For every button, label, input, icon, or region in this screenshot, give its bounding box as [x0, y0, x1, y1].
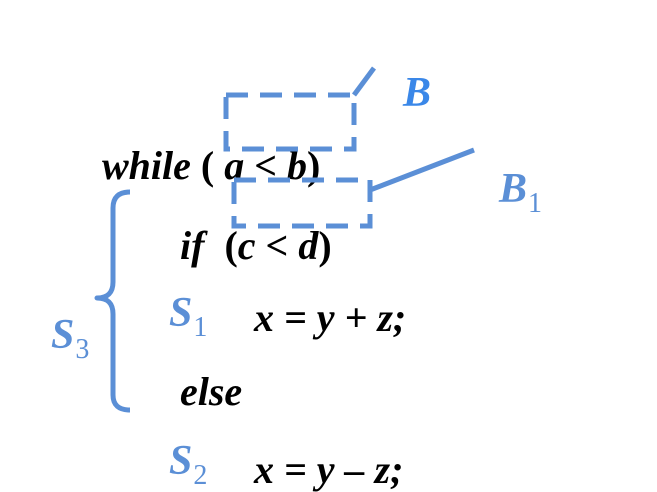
close-paren: ) [307, 143, 321, 188]
code-line-if: if (c < d) [160, 186, 332, 266]
code-line-else: else [160, 332, 242, 412]
statement-x-eq-y-plus-z: x = y + z; [254, 295, 407, 340]
label-S1: S1 [169, 290, 208, 343]
keyword-else: else [180, 369, 243, 414]
condition-a-lt-b: a < b [224, 143, 308, 188]
close-paren: ) [318, 223, 332, 268]
code-line-while: while ( a < b) [82, 106, 320, 186]
keyword-if: if [180, 223, 205, 268]
brace-S3 [94, 189, 131, 413]
label-S2: S2 [169, 438, 208, 491]
label-B1: B1 [499, 166, 543, 219]
condition-c-lt-d: c < d [237, 223, 319, 268]
leader-line-B1 [369, 147, 475, 193]
open-paren: ( [200, 143, 215, 188]
statement-x-eq-y-minus-z: x = y – z; [254, 447, 404, 492]
code-line-s1: x = y + z; [234, 258, 406, 338]
leader-line-B [351, 66, 377, 97]
open-paren: ( [224, 223, 238, 268]
code-line-s2: x = y – z; [234, 410, 403, 490]
label-S3: S3 [51, 312, 90, 365]
label-B: B [403, 70, 432, 116]
keyword-while: while [102, 143, 191, 188]
